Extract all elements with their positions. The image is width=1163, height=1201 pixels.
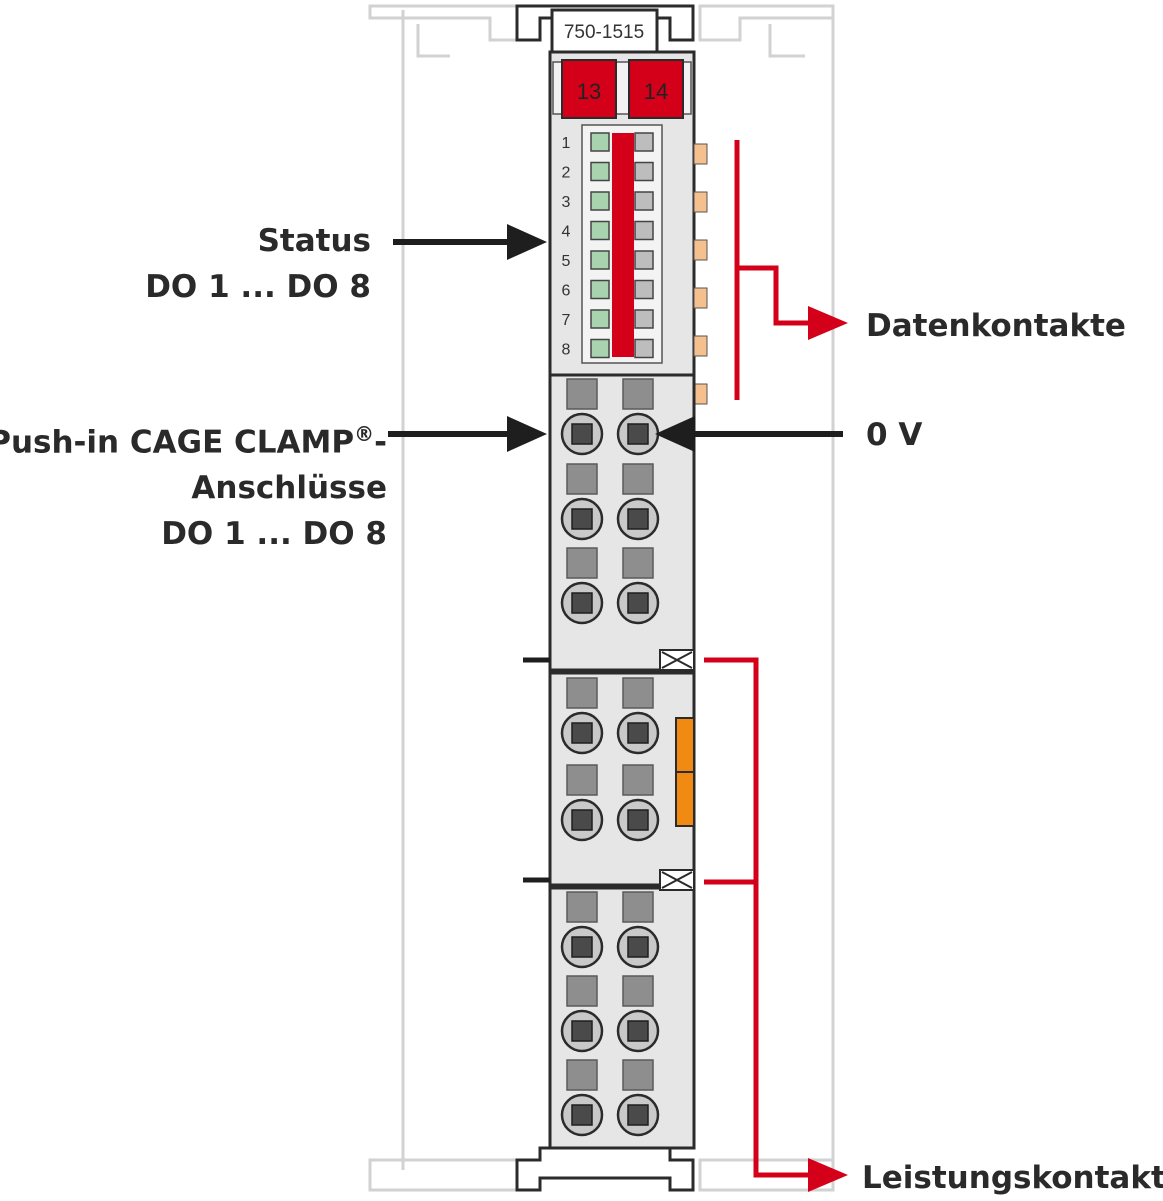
- leistungskontakte-bracket: [704, 657, 812, 1178]
- clamp-slot: [627, 1020, 649, 1042]
- led-green: [590, 279, 610, 300]
- release-button[interactable]: [622, 547, 654, 579]
- led-gray: [634, 309, 654, 329]
- led-group: 1 2 3 4 5 6 7 8: [562, 132, 654, 359]
- release-button[interactable]: [622, 764, 654, 796]
- bottom-clip: [515, 1146, 695, 1192]
- status-arrow: [393, 224, 547, 260]
- led-green: [590, 132, 610, 152]
- clamp-slot: [571, 1020, 593, 1042]
- status-label-line1: Status: [257, 223, 371, 259]
- release-button[interactable]: [566, 463, 598, 495]
- led-number: 7: [562, 312, 571, 329]
- power-jumper-contacts: [659, 649, 695, 891]
- clamp-slot: [627, 1104, 649, 1126]
- led-gray: [634, 279, 654, 300]
- data-contact: [693, 143, 708, 165]
- clamp-slot: [627, 809, 649, 831]
- clamp-slot: [571, 423, 593, 445]
- terminal-group: [560, 378, 660, 1137]
- release-button[interactable]: [622, 677, 654, 709]
- release-button[interactable]: [622, 1059, 654, 1091]
- led-gray: [634, 132, 654, 152]
- led-number: 1: [562, 135, 571, 152]
- pushin-label-line1: Push-in CAGE CLAMP®-: [0, 411, 387, 465]
- data-contact: [693, 287, 708, 309]
- clamp-slot: [627, 936, 649, 958]
- led-red-bar: [612, 133, 634, 357]
- led-number: 5: [562, 253, 571, 270]
- led-number: 3: [562, 194, 571, 211]
- clamp-slot: [571, 722, 593, 744]
- pushin-label-dash: -: [374, 424, 387, 461]
- led-gray: [634, 161, 654, 182]
- release-button[interactable]: [622, 378, 654, 410]
- pushin-label-text: Push-in CAGE CLAMP: [0, 424, 355, 461]
- release-button[interactable]: [566, 547, 598, 579]
- led-green: [590, 191, 610, 211]
- data-contacts: [693, 143, 708, 405]
- led-gray: [634, 250, 654, 270]
- clamp-slot: [571, 1104, 593, 1126]
- led-gray: [634, 220, 654, 241]
- led-number: 4: [562, 224, 571, 241]
- status-label: Status DO 1 ... DO 8: [145, 218, 371, 310]
- clamp-slot: [571, 508, 593, 530]
- zero-v-arrow: [655, 416, 843, 452]
- marker-13: [561, 59, 617, 119]
- release-button[interactable]: [566, 1059, 598, 1091]
- release-button[interactable]: [566, 677, 598, 709]
- led-green: [590, 250, 610, 270]
- release-button[interactable]: [622, 463, 654, 495]
- pushin-label-line3: DO 1 ... DO 8: [161, 516, 387, 553]
- pushin-label-line2: Anschlüsse: [191, 470, 387, 507]
- zero-v-label: 0 V: [866, 417, 923, 453]
- release-button[interactable]: [566, 891, 598, 923]
- data-contact: [693, 383, 708, 405]
- led-number: 2: [562, 165, 571, 182]
- part-number-text: 750-1515: [564, 22, 644, 43]
- led-number: 8: [562, 342, 571, 359]
- release-button[interactable]: [566, 975, 598, 1007]
- clamp-slot: [627, 722, 649, 744]
- release-button[interactable]: [566, 764, 598, 796]
- registered-mark: ®: [354, 422, 375, 446]
- marker-14: [628, 59, 684, 119]
- led-green: [590, 338, 610, 359]
- led-gray: [634, 338, 654, 359]
- left-jumper-marks: [523, 657, 550, 883]
- data-contact: [693, 191, 708, 213]
- status-label-line2: DO 1 ... DO 8: [145, 269, 371, 305]
- datenkontakte-label: Datenkontakte: [866, 308, 1126, 344]
- clamp-slot: [571, 592, 593, 614]
- pushin-arrow: [388, 416, 547, 452]
- pushin-label: Push-in CAGE CLAMP®- Anschlüsse DO 1 ...…: [0, 411, 387, 557]
- datenkontakte-bracket: [734, 140, 812, 400]
- led-green: [590, 220, 610, 241]
- datenkontakte-arrowhead: [808, 306, 848, 340]
- leistungskontakte-label: Leistungskontakte: [862, 1160, 1163, 1196]
- led-number: 6: [562, 283, 571, 300]
- clamp-slot: [627, 592, 649, 614]
- release-button[interactable]: [622, 891, 654, 923]
- data-contact: [693, 239, 708, 261]
- clamp-slot: [571, 936, 593, 958]
- leistungskontakte-arrowhead: [808, 1158, 848, 1192]
- marker-14-text: 14: [644, 79, 668, 104]
- release-button[interactable]: [566, 378, 598, 410]
- led-green: [590, 161, 610, 182]
- led-green: [590, 309, 610, 329]
- clamp-slot: [627, 423, 649, 445]
- clamp-slot: [571, 809, 593, 831]
- clamp-slot: [627, 508, 649, 530]
- led-gray: [634, 191, 654, 211]
- release-button[interactable]: [622, 975, 654, 1007]
- marker-13-text: 13: [577, 79, 601, 104]
- data-contact: [693, 335, 708, 357]
